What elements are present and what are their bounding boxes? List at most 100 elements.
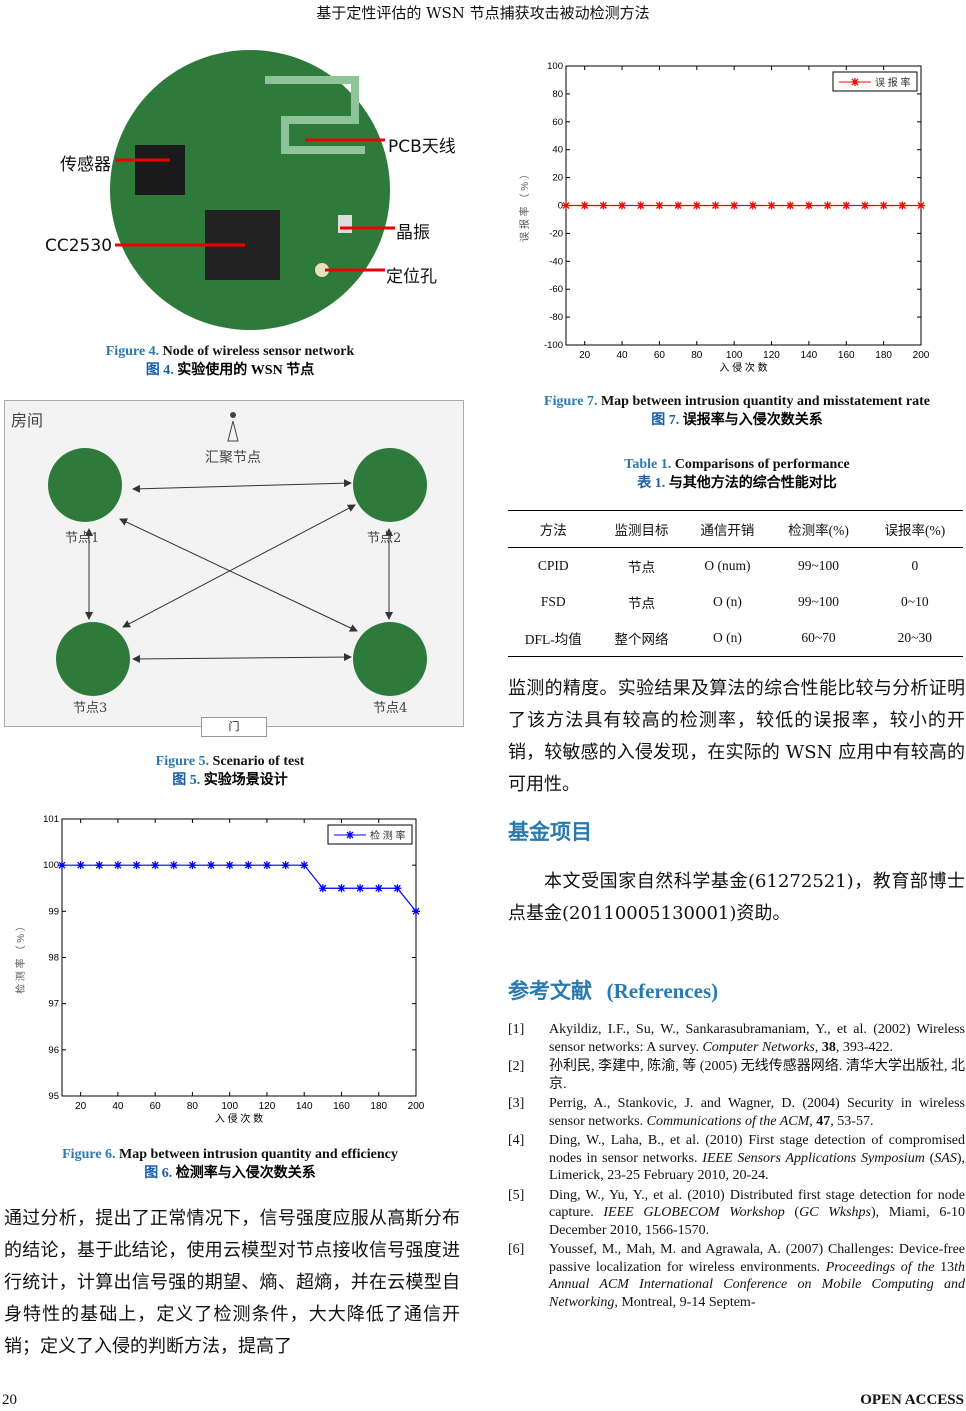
caption-text-en: Comparisons of performance (671, 457, 850, 472)
reference-text-part: Youssef, M., Mah, M. and Agrawala, A. (2… (549, 1242, 965, 1275)
y-tick-label: 97 (48, 999, 59, 1010)
data-point-marker (917, 201, 925, 210)
reference-text-part: , 53-57. (830, 1113, 874, 1129)
column-header: 通信开销 (700, 523, 755, 538)
door-label: 门 (201, 717, 267, 737)
data-point-marker (374, 884, 383, 893)
table-cell: 节点 (627, 596, 655, 611)
x-tick-label: 140 (296, 1101, 313, 1112)
label-cc2530: CC2530 (45, 236, 113, 256)
y-tick-label: 0 (558, 201, 563, 212)
caption-text-en: Map between intrusion quantity and effic… (115, 1147, 398, 1162)
reference-item: [4]Ding, W., Laha, B., et al. (2010) Fir… (508, 1132, 965, 1185)
reference-text-part: Proceedings of the (825, 1259, 941, 1275)
reference-item: [5]Ding, W., Yu, Y., et al. (2010) Distr… (508, 1187, 965, 1240)
x-tick-label: 100 (221, 1101, 238, 1112)
x-tick-label: 60 (150, 1101, 162, 1112)
data-point-marker (842, 201, 851, 210)
data-point-marker (767, 201, 776, 210)
label-pcb-antenna: PCB天线 (388, 137, 456, 157)
y-tick-label: 98 (48, 953, 59, 964)
data-point-marker (711, 201, 720, 210)
caption-text-zh: 误报率与入侵次数关系 (679, 413, 823, 428)
x-tick-label: 60 (654, 350, 666, 361)
crystal (338, 215, 352, 233)
caption-label: Figure 5. (155, 754, 210, 769)
caption-label-zh: 图 4. (145, 363, 174, 378)
data-point-marker (318, 884, 327, 893)
data-point-marker (851, 78, 859, 86)
sink-node-label: 汇聚节点 (205, 450, 261, 466)
data-point-marker (76, 861, 85, 870)
y-tick-label: 99 (48, 906, 59, 917)
reference-text-part: 47 (816, 1113, 831, 1129)
data-point-marker (692, 201, 701, 210)
label-crystal: 晶振 (396, 223, 430, 243)
caption-label: Figure 4. (105, 344, 160, 359)
caption-text-zh: 实验场景设计 (200, 773, 288, 788)
reference-text-part: Ding, W., Laha, B., et al. (2010) First … (549, 1133, 965, 1166)
y-tick-label: 101 (43, 814, 59, 825)
table-cell: 0 (911, 558, 919, 573)
positioning-hole (315, 263, 329, 277)
reference-text: Youssef, M., Mah, M. and Agrawala, A. (2… (549, 1241, 965, 1311)
data-point-marker (636, 201, 645, 210)
data-point-marker (300, 861, 309, 870)
y-tick-label: -80 (549, 312, 563, 323)
table-cell: 节点 (627, 560, 655, 575)
data-point-marker (132, 861, 141, 870)
figure-4-photo: 传感器 CC2530 PCB天线 晶振 定位孔 (40, 40, 460, 340)
legend-label: 检 测 率 (370, 829, 406, 842)
caption-label: Figure 7. (544, 394, 598, 409)
reference-text-part: SAS (934, 1150, 957, 1166)
x-axis-label: 入 侵 次 数 (215, 1112, 263, 1125)
link-arrows (85, 479, 393, 663)
fund-heading: 基金项目 (508, 819, 592, 844)
sensor-chip (135, 145, 185, 195)
reference-text-part: , 393-422. (835, 1039, 894, 1055)
data-point-marker (412, 907, 420, 916)
data-point-marker (562, 201, 570, 210)
data-point-marker (151, 861, 160, 870)
reference-text: Ding, W., Yu, Y., et al. (2010) Distribu… (549, 1187, 965, 1240)
table-cell: CPID (537, 558, 569, 573)
table-cell: 0~10 (901, 594, 929, 609)
sensor-nodes (48, 448, 427, 696)
data-point-marker (748, 201, 757, 210)
table-1-caption: Table 1. Comparisons of performance 表 1.… (508, 455, 966, 493)
x-tick-label: 120 (259, 1101, 276, 1112)
conclusion-paragraph-right: 监测的精度。实验结果及算法的综合性能比较与分析证明了该方法具有较高的检测率，较低… (508, 678, 965, 795)
fund-text: 本文受国家自然科学基金(61272521)，教育部博士点基金(201100051… (508, 871, 965, 924)
x-tick-label: 120 (763, 350, 780, 361)
table-header-row: 方法 监测目标 通信开销 检测率(%) 误报率(%) (508, 510, 963, 548)
x-tick-label: 200 (408, 1101, 425, 1112)
x-tick-label: 140 (801, 350, 818, 361)
data-point-marker (225, 861, 234, 870)
reference-text-part: , (814, 1039, 822, 1055)
reference-number: [1] (508, 1022, 525, 1037)
y-tick-label: 95 (48, 1091, 59, 1102)
legend-box (832, 71, 918, 92)
x-tick-label: 180 (370, 1101, 387, 1112)
reference-text-part: Perrig, A., Stankovic, J. and Wagner, D.… (549, 1096, 965, 1129)
data-point-marker (281, 861, 290, 870)
data-point-marker (337, 884, 346, 893)
node-2-label: 节点2 (367, 531, 402, 546)
reference-text: 孙利民, 李建中, 陈渝, 等 (2005) 无线传感器网络. 清华大学出版社,… (549, 1058, 965, 1093)
caption-label-zh: 表 1. (637, 476, 666, 491)
reference-text-part: ), Miami, 6-10 December 2010, 1566-1570. (549, 1205, 965, 1238)
reference-text-part: IEEE Sensors Applications Symposium (702, 1150, 925, 1166)
y-tick-label: 100 (43, 860, 59, 871)
caption-text-en: Map between intrusion quantity and misst… (597, 394, 930, 409)
reference-list: [1]Akyildiz, I.F., Su, W., Sankarasubram… (508, 1021, 965, 1313)
reference-item: [2]孙利民, 李建中, 陈渝, 等 (2005) 无线传感器网络. 清华大学出… (508, 1058, 965, 1093)
node-1-label: 节点1 (65, 531, 100, 546)
y-tick-label: -20 (549, 228, 563, 239)
data-point-marker (207, 861, 216, 870)
data-point-marker (580, 201, 589, 210)
x-tick-label: 40 (112, 1101, 124, 1112)
reference-text-part: Computer Networks (702, 1039, 815, 1055)
reference-text-part: ), Limerick, 23-25 February 2010, 20-24. (549, 1150, 965, 1184)
x-tick-label: 200 (913, 350, 930, 361)
